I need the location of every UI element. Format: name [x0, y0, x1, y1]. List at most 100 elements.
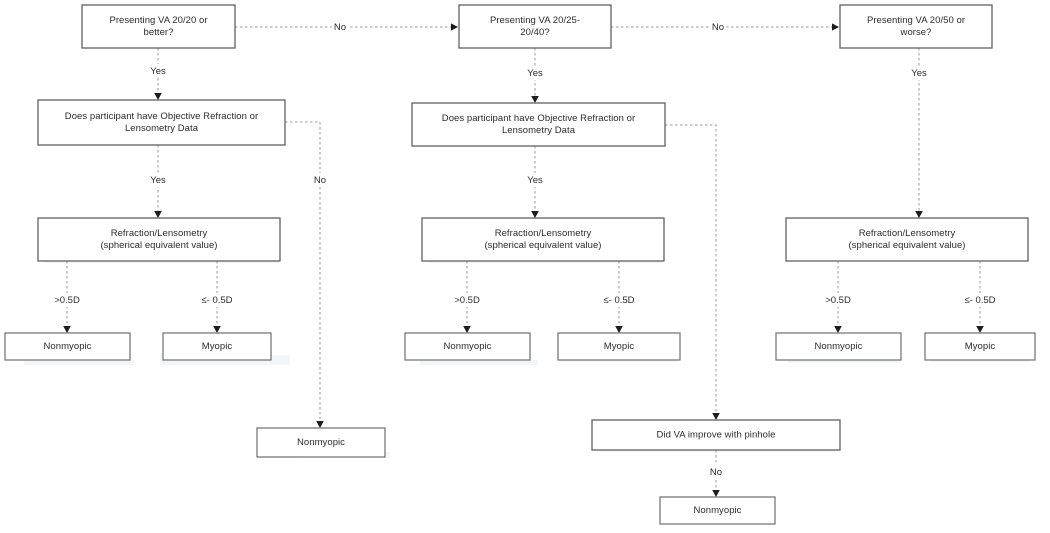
edge-e10	[665, 124, 720, 420]
node-box[interactable]	[785, 217, 1029, 262]
arrowhead	[463, 326, 471, 333]
node-label: Presenting VA 20/25-	[490, 15, 580, 26]
node-box[interactable]	[591, 419, 841, 451]
node-box[interactable]	[404, 332, 531, 361]
edge-label-backdrop	[524, 66, 546, 80]
arrowhead	[531, 96, 539, 103]
edge-label-backdrop	[709, 20, 727, 34]
node-label: Does participant have Objective Refracti…	[65, 111, 258, 122]
edge-e4	[285, 121, 324, 428]
edge-label-backdrop	[451, 293, 483, 307]
edge-label: ≤- 0.5D	[603, 295, 634, 306]
edge-label-backdrop	[524, 173, 546, 187]
edge-label: ≤- 0.5D	[201, 295, 232, 306]
node-label: (spherical equivalent value)	[484, 240, 601, 251]
node-label: Nonmyopic	[444, 341, 492, 352]
node-myopic-right[interactable]: Myopic	[924, 332, 1036, 361]
node-refraction-left[interactable]: Refraction/Lensometry(spherical equivale…	[37, 217, 281, 262]
node-q-pinhole[interactable]: Did VA improve with pinhole	[591, 419, 841, 451]
node-box[interactable]	[421, 217, 665, 262]
node-box[interactable]	[4, 332, 131, 361]
edge-e13	[712, 450, 720, 497]
edge-label-backdrop	[331, 20, 349, 34]
node-refraction-right[interactable]: Refraction/Lensometry(spherical equivale…	[785, 217, 1029, 262]
node-myopic-left[interactable]: Myopic	[162, 332, 272, 361]
edge-label-backdrop	[51, 293, 83, 307]
node-label: (spherical equivalent value)	[848, 240, 965, 251]
node-q-objref-mid[interactable]: Does participant have Objective Refracti…	[411, 102, 666, 147]
edge-line	[285, 121, 321, 427]
arrowhead	[712, 490, 720, 497]
node-box[interactable]	[557, 332, 681, 361]
node-label: Myopic	[965, 341, 996, 352]
node-box[interactable]	[839, 4, 993, 49]
node-box[interactable]	[458, 4, 612, 49]
edge-label: Yes	[150, 66, 166, 77]
node-label: Does participant have Objective Refracti…	[442, 113, 635, 124]
node-q-objref-left[interactable]: Does participant have Objective Refracti…	[37, 99, 286, 146]
arrowhead	[316, 421, 324, 428]
arrowhead	[213, 326, 221, 333]
node-label: (spherical equivalent value)	[100, 240, 217, 251]
arrowhead	[832, 23, 839, 31]
edge-label: >0.5D	[454, 295, 480, 306]
edge-label: No	[712, 22, 724, 33]
arrowhead	[451, 23, 458, 31]
node-label: Myopic	[604, 341, 635, 352]
arrowhead	[976, 326, 984, 333]
node-label: worse?	[900, 27, 932, 38]
node-label: Nonmyopic	[694, 505, 742, 516]
node-nonmyopic-left[interactable]: Nonmyopic	[4, 332, 131, 361]
node-q-va-2025[interactable]: Presenting VA 20/25-20/40?	[458, 4, 612, 49]
node-label: Lensometry Data	[125, 123, 199, 134]
node-box[interactable]	[81, 4, 236, 49]
node-box[interactable]	[162, 332, 272, 361]
node-label: Refraction/Lensometry	[111, 228, 208, 239]
edge-label-backdrop	[958, 293, 1002, 307]
edge-label: Yes	[527, 68, 543, 79]
node-label: Nonmyopic	[815, 341, 863, 352]
scan-artifact-layer	[24, 258, 1030, 525]
node-label: Myopic	[202, 341, 233, 352]
edge-label: ≤- 0.5D	[964, 295, 995, 306]
node-box[interactable]	[775, 332, 902, 361]
node-box[interactable]	[256, 427, 386, 458]
node-nonmyopic-left-no[interactable]: Nonmyopic	[256, 427, 386, 458]
node-nonmyopic-mid[interactable]: Nonmyopic	[404, 332, 531, 361]
edge-label: No	[334, 22, 346, 33]
node-label: Presenting VA 20/50 or	[867, 15, 965, 26]
node-label: Refraction/Lensometry	[859, 228, 956, 239]
node-box[interactable]	[411, 102, 666, 147]
node-label: Lensometry Data	[502, 125, 576, 136]
node-nonmyopic-pinhole[interactable]: Nonmyopic	[659, 496, 776, 525]
arrowhead	[834, 326, 842, 333]
arrowhead	[915, 211, 923, 218]
edge-label: >0.5D	[54, 295, 80, 306]
edge-label: No	[710, 467, 722, 478]
edge-label-backdrop	[908, 66, 930, 80]
edge-label-backdrop	[195, 293, 239, 307]
node-myopic-mid[interactable]: Myopic	[557, 332, 681, 361]
edge-e14	[915, 48, 923, 218]
scan-smudge	[24, 360, 134, 365]
node-box[interactable]	[37, 99, 286, 146]
node-box[interactable]	[659, 496, 776, 525]
node-label: better?	[144, 27, 174, 38]
edge-label: Yes	[527, 175, 543, 186]
node-box[interactable]	[924, 332, 1036, 361]
arrowhead	[712, 413, 720, 420]
edge-label: >0.5D	[825, 295, 851, 306]
node-nonmyopic-right[interactable]: Nonmyopic	[775, 332, 902, 361]
node-label: 20/40?	[520, 27, 549, 38]
edge-label-backdrop	[822, 293, 854, 307]
edge-label-backdrop	[147, 173, 169, 187]
node-refraction-mid[interactable]: Refraction/Lensometry(spherical equivale…	[421, 217, 665, 262]
node-box[interactable]	[37, 217, 281, 262]
scan-smudge	[420, 360, 538, 365]
edge-label-backdrop	[707, 465, 725, 479]
